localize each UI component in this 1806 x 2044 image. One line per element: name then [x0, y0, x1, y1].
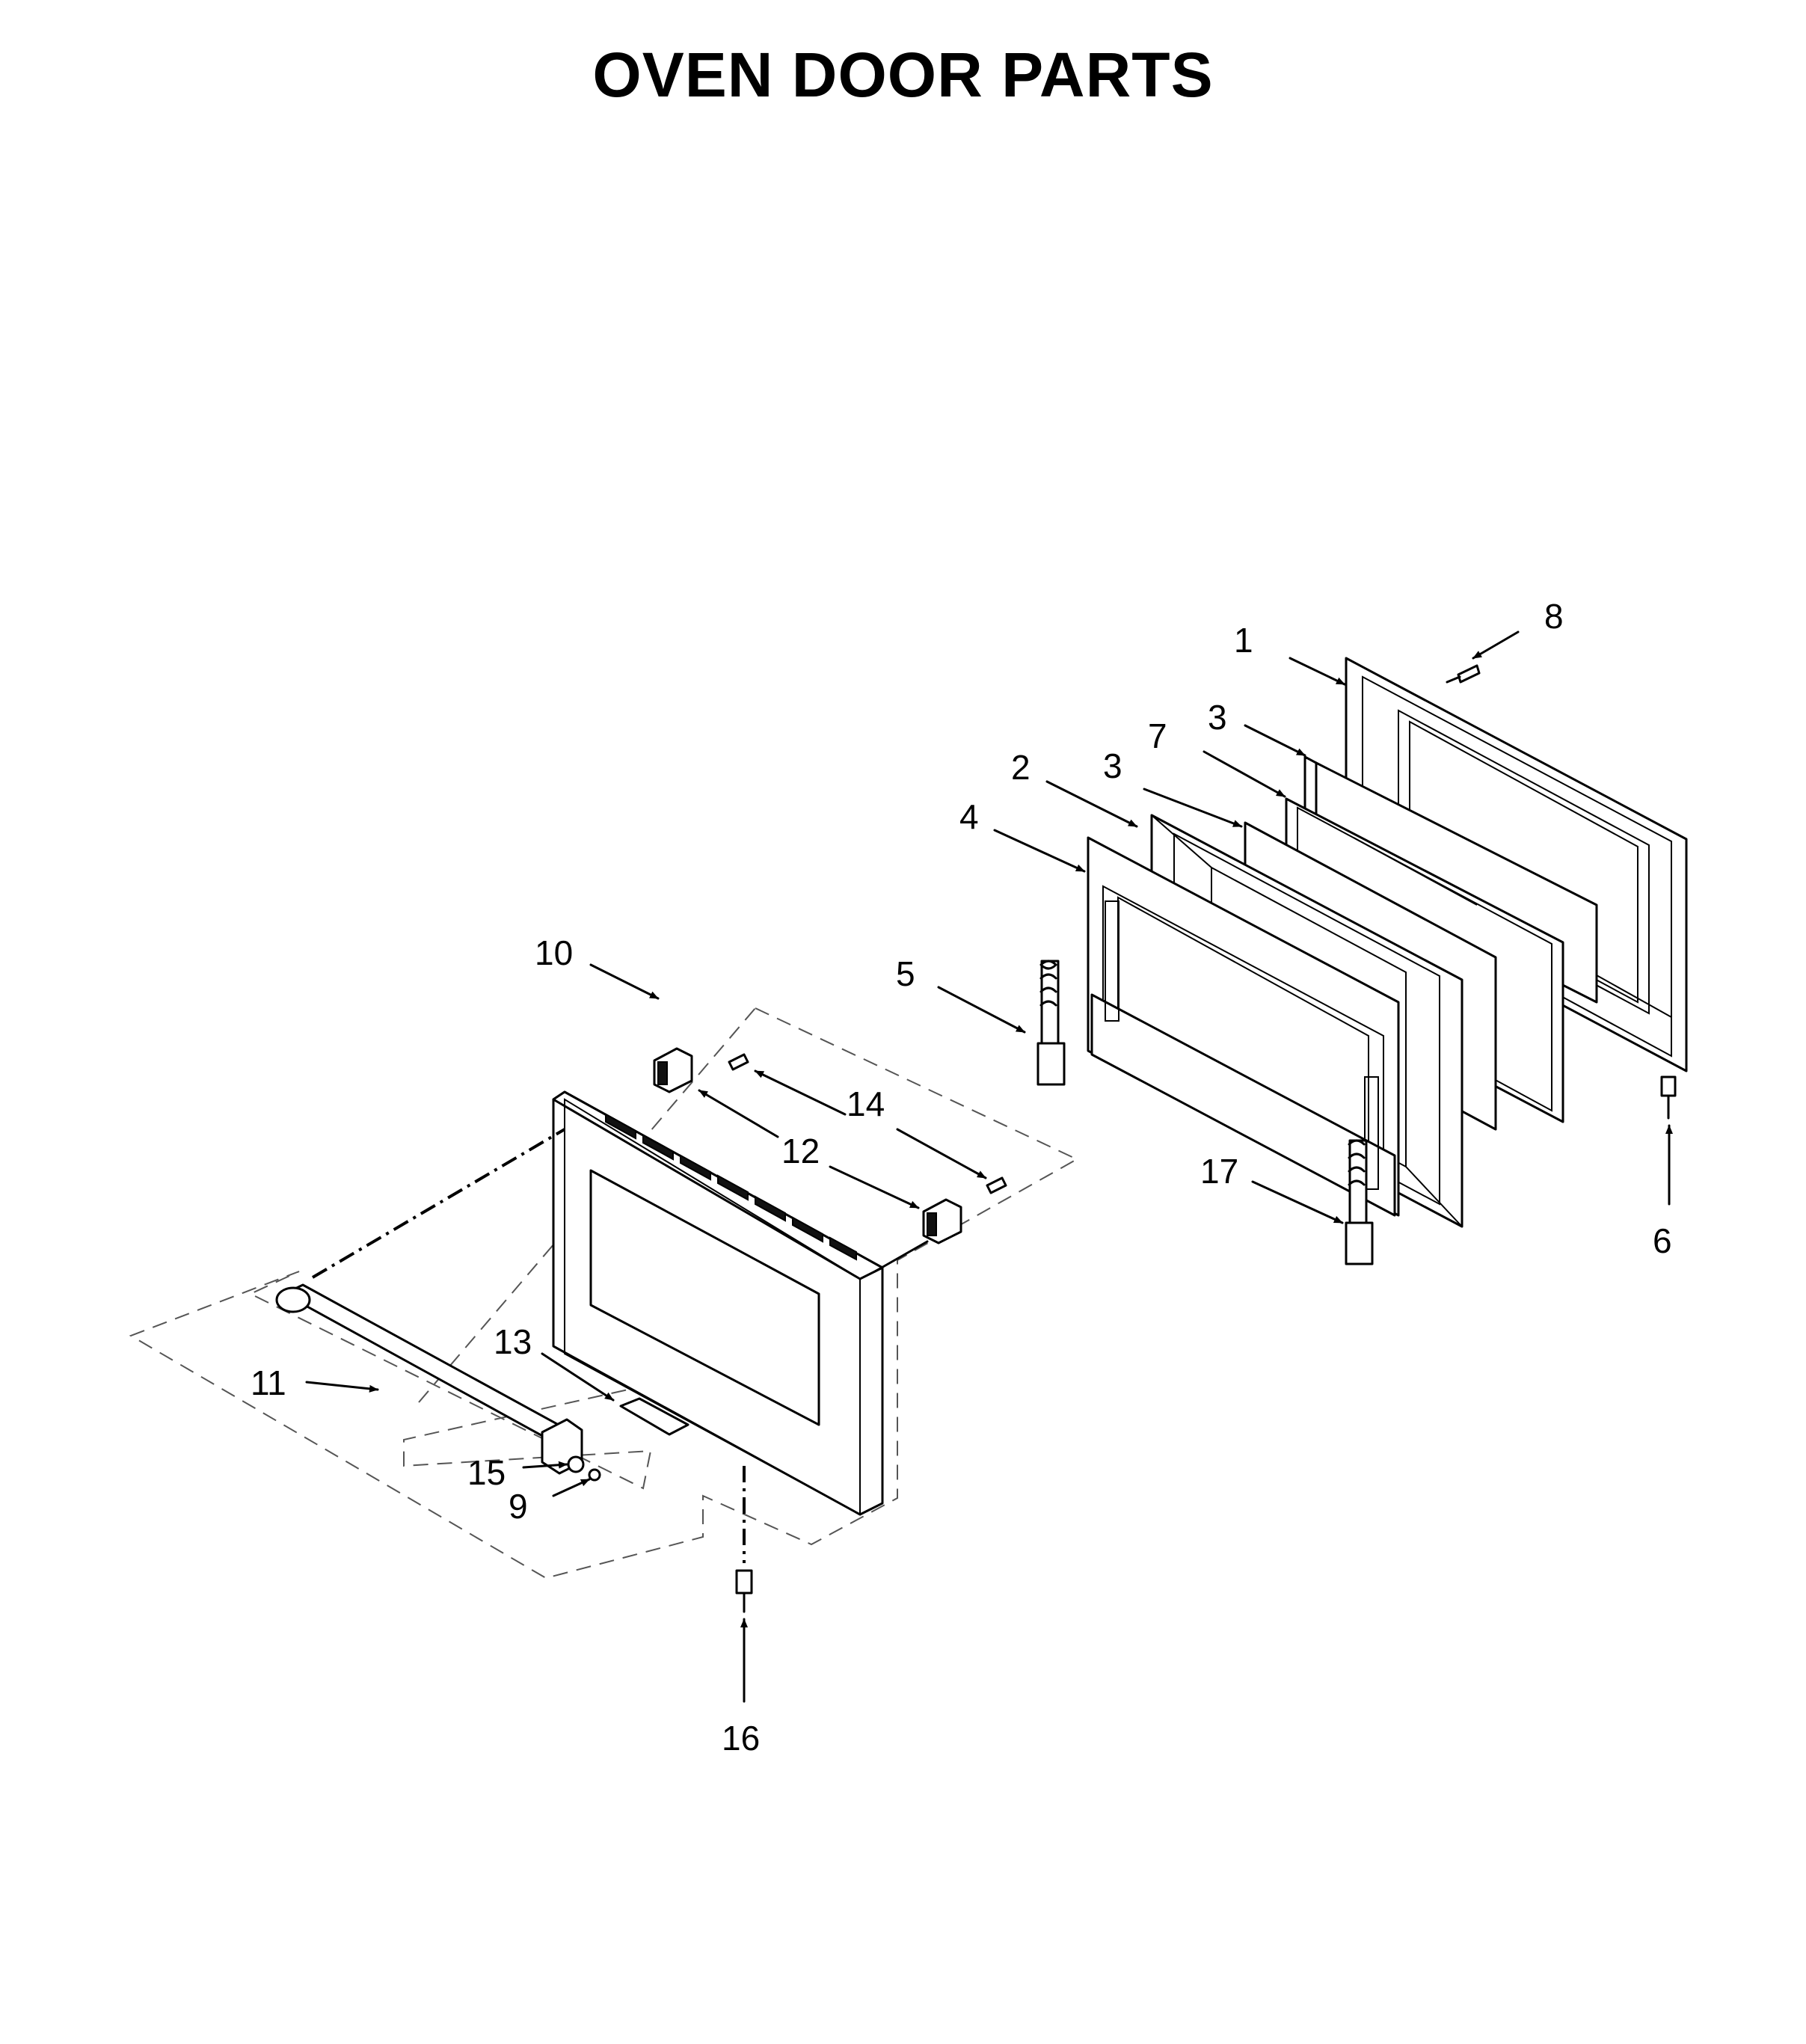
callout-6: 6 [1653, 1221, 1672, 1260]
callout-14: 14 [847, 1084, 885, 1123]
callout-5: 5 [896, 954, 915, 993]
assembly-line-handle [311, 1128, 566, 1279]
leader-arrows [305, 630, 1673, 1703]
assembly-line-bracket [873, 1240, 929, 1273]
part-5-hinge-left [1036, 960, 1066, 1086]
callout-10: 10 [535, 933, 573, 972]
callout-9: 9 [509, 1487, 528, 1526]
callout-3-lower: 3 [1103, 746, 1122, 785]
callout-7: 7 [1148, 716, 1167, 755]
diagram-title: OVEN DOOR PARTS [592, 40, 1214, 110]
part-15-spacer [567, 1455, 585, 1473]
callout-15: 15 [467, 1453, 506, 1492]
callout-12: 12 [781, 1132, 820, 1170]
part-9-screw [588, 1468, 601, 1482]
part-11-door-handle [275, 1283, 583, 1475]
door-vent-slots [605, 1113, 857, 1261]
part-14-screw-left [728, 1053, 749, 1071]
part-17-hinge-right [1345, 1139, 1374, 1265]
callout-4: 4 [959, 797, 979, 836]
assembly-boundary-inner [418, 1007, 756, 1403]
part-8-screw [1446, 664, 1481, 684]
assembly-boundary-dashed [129, 1007, 1079, 1580]
part-10-outer-door-panel [552, 1090, 884, 1516]
part-14-screw-right [986, 1176, 1007, 1194]
callout-17: 17 [1200, 1152, 1238, 1191]
callout-16: 16 [722, 1719, 760, 1758]
callout-13: 13 [494, 1322, 532, 1361]
callout-8: 8 [1544, 597, 1564, 636]
callout-11: 11 [251, 1363, 286, 1402]
callout-labels: 1 2 3 3 4 5 6 7 8 9 10 11 12 13 14 15 16… [251, 597, 1672, 1758]
part-13-logo-badge [619, 1397, 689, 1436]
callout-1: 1 [1234, 621, 1253, 660]
part-16-screw [735, 1569, 753, 1613]
callout-3-upper: 3 [1208, 698, 1227, 737]
part-6-screw [1660, 1075, 1677, 1120]
part-4-door-liner [1087, 836, 1400, 1217]
part-12-bracket-left [653, 1047, 693, 1093]
callout-2: 2 [1011, 748, 1031, 787]
part-12-bracket-right [922, 1198, 962, 1244]
